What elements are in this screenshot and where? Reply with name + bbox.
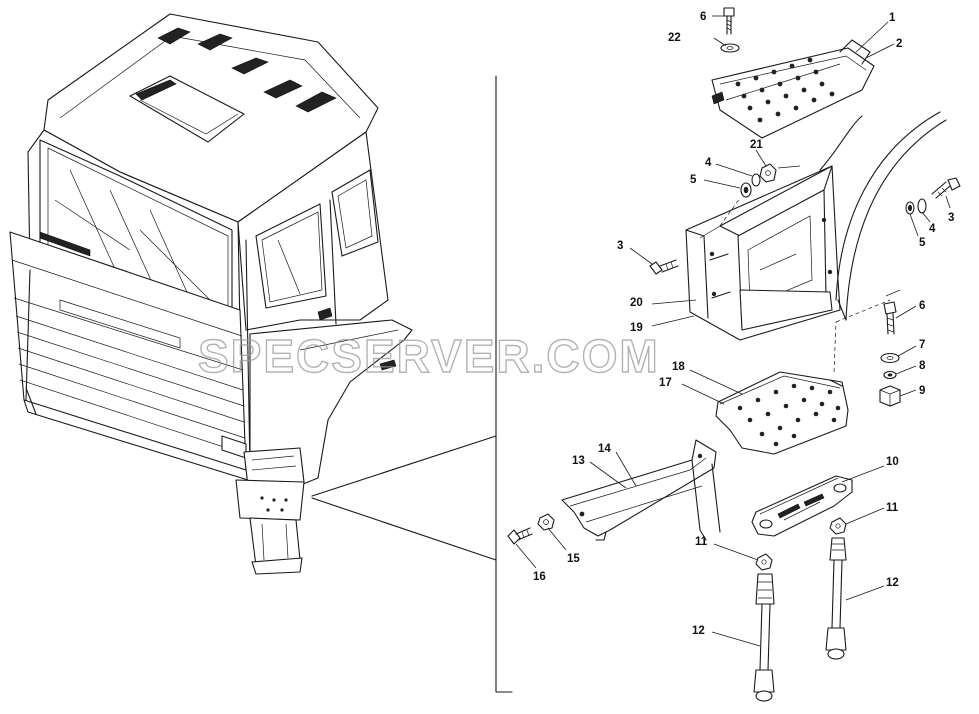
bolt-3-left xyxy=(649,259,679,275)
callouts: 1 2 6 22 21 4 5 3 20 19 3 4 5 6 7 8 9 18 xyxy=(515,11,954,647)
bolt-3-right xyxy=(931,177,961,199)
nut-9 xyxy=(879,385,901,407)
washer-4-right xyxy=(917,198,927,214)
callout-8: 8 xyxy=(919,360,926,372)
clamp-plate xyxy=(751,475,853,537)
step-plate-lower xyxy=(715,371,849,455)
fender-arc xyxy=(819,111,947,321)
callout-1: 1 xyxy=(889,12,896,24)
callout-20: 20 xyxy=(630,297,643,309)
callout-13: 13 xyxy=(572,455,585,467)
callout-6-right: 6 xyxy=(919,300,925,312)
washer-4-top xyxy=(751,173,761,187)
callout-17: 17 xyxy=(659,377,672,389)
washer-7 xyxy=(880,352,900,364)
callout-21: 21 xyxy=(750,139,763,151)
callout-11-left: 11 xyxy=(695,536,708,548)
callout-11-right: 11 xyxy=(886,502,899,514)
callout-12-right: 12 xyxy=(886,577,899,589)
plate-holes xyxy=(735,57,835,123)
truck-cab-illustration xyxy=(9,13,413,575)
callout-3-left: 3 xyxy=(617,240,623,252)
step-plate-upper xyxy=(711,39,875,139)
callout-14: 14 xyxy=(598,443,611,455)
callout-5-top: 5 xyxy=(690,174,697,186)
tie-rod-12-left xyxy=(753,573,775,702)
callout-4-top: 4 xyxy=(705,157,712,169)
callout-10: 10 xyxy=(886,456,899,468)
callout-4-right: 4 xyxy=(929,223,936,235)
nut-21 xyxy=(759,163,777,183)
callout-16: 16 xyxy=(533,571,546,583)
bolt-6-right xyxy=(883,301,897,335)
step-bracket-frame xyxy=(685,165,841,341)
washer-22 xyxy=(720,43,740,53)
bolt-16 xyxy=(507,527,533,545)
callout-3-right: 3 xyxy=(948,212,954,224)
callout-2: 2 xyxy=(896,38,902,50)
nut-11-left xyxy=(755,553,773,571)
support-arm xyxy=(561,439,721,541)
callout-15: 15 xyxy=(567,553,580,565)
bolt-6-top xyxy=(723,7,735,35)
callout-22: 22 xyxy=(668,32,681,44)
callout-6-top: 6 xyxy=(700,11,706,23)
callout-12-left: 12 xyxy=(692,625,705,637)
watermark-text: SPECSERVER.COM xyxy=(198,330,660,382)
callout-18: 18 xyxy=(672,361,685,373)
callout-19: 19 xyxy=(630,322,643,334)
detail-bracket xyxy=(311,75,513,693)
callout-5-right: 5 xyxy=(919,237,926,249)
tie-rod-12-right xyxy=(825,537,847,660)
callout-7: 7 xyxy=(919,339,925,351)
washer-15 xyxy=(537,513,555,531)
nut-11-right xyxy=(829,517,847,535)
callout-9: 9 xyxy=(919,385,925,397)
